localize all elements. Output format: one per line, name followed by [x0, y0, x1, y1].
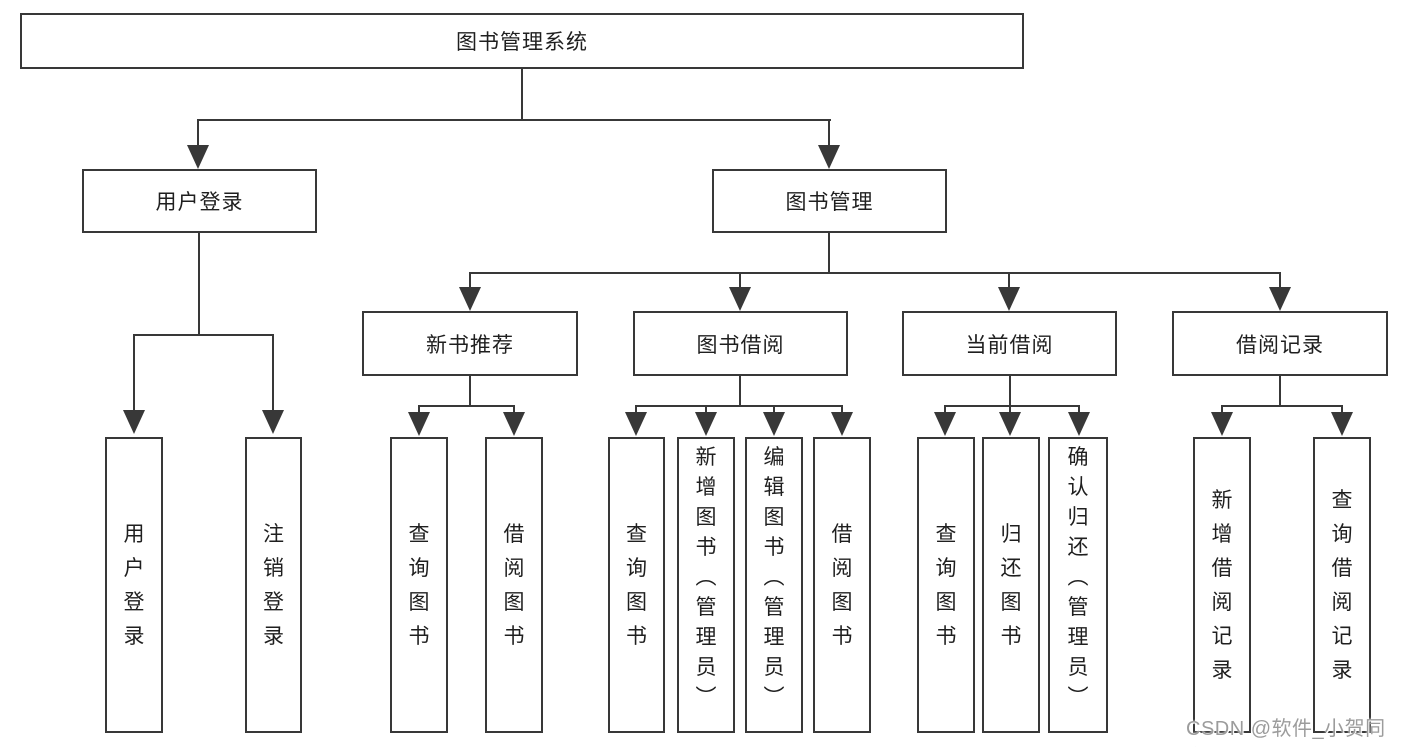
arrowhead-down-icon: [262, 410, 284, 434]
node-query-books: 查询图书: [917, 437, 975, 733]
connector-vline: [469, 376, 471, 407]
arrowhead-down-icon: [1068, 412, 1090, 436]
arrowhead-down-icon: [818, 145, 840, 169]
arrowhead-down-icon: [999, 412, 1021, 436]
connector-vline: [1008, 272, 1010, 288]
node-add-borrow-record: 新增借阅记录: [1193, 437, 1251, 733]
arrowhead-down-icon: [998, 287, 1020, 311]
connector-vline: [773, 405, 775, 414]
node-library-system-root: 图书管理系统: [20, 13, 1024, 69]
node-user-login: 用户登录: [82, 169, 317, 233]
csdn-watermark: CSDN @软件_小贺同学: [1186, 718, 1386, 740]
arrowhead-down-icon: [1269, 287, 1291, 311]
arrowhead-down-icon: [763, 412, 785, 436]
node-user-login-leaf: 用户登录: [105, 437, 163, 733]
connector-vline: [469, 272, 471, 288]
connector-vline: [418, 405, 420, 414]
node-logout-leaf: 注销登录: [245, 437, 302, 733]
arrowhead-down-icon: [408, 412, 430, 436]
connector-vline: [1221, 405, 1223, 414]
node-label: 查询图书: [935, 522, 957, 648]
connector-vline: [1341, 405, 1343, 414]
node-label: 借阅图书: [503, 522, 525, 648]
node-current-borrowing: 当前借阅: [902, 311, 1117, 376]
arrowhead-down-icon: [625, 412, 647, 436]
connector-hline: [635, 405, 843, 407]
arrowhead-down-icon: [831, 412, 853, 436]
connector-vline: [133, 334, 135, 411]
node-label: 图书管理系统: [456, 31, 588, 54]
connector-vline: [1279, 272, 1281, 288]
node-add-books-admin: 新增图书︵管理员︶: [677, 437, 735, 733]
connector-hline: [944, 405, 1080, 407]
node-label: 当前借阅: [965, 333, 1054, 357]
node-label: 归还图书: [1000, 522, 1022, 648]
node-borrowing-records: 借阅记录: [1172, 311, 1388, 376]
node-confirm-return-admin: 确认归还︵管理员︶: [1048, 437, 1108, 733]
connector-vline: [828, 119, 830, 146]
arrowhead-down-icon: [729, 287, 751, 311]
connector-vline: [197, 119, 199, 146]
node-borrow-books: 借阅图书: [485, 437, 543, 733]
connector-vline: [521, 69, 523, 121]
node-borrow-books: 借阅图书: [813, 437, 871, 733]
connector-vline: [944, 405, 946, 414]
connector-hline: [469, 272, 1280, 274]
node-new-book-recommendation: 新书推荐: [362, 311, 578, 376]
connector-vline: [828, 233, 830, 274]
node-label: 注销登录: [263, 522, 284, 648]
connector-vline: [1279, 376, 1281, 407]
connector-vline: [1078, 405, 1080, 414]
connector-vline: [739, 376, 741, 407]
arrowhead-down-icon: [1211, 412, 1233, 436]
arrowhead-down-icon: [459, 287, 481, 311]
node-book-management: 图书管理: [712, 169, 947, 233]
arrowhead-down-icon: [123, 410, 145, 434]
connector-vline: [1009, 405, 1011, 414]
node-return-books: 归还图书: [982, 437, 1040, 733]
connector-vline: [513, 405, 515, 414]
connector-vline: [739, 272, 741, 288]
arrowhead-down-icon: [187, 145, 209, 169]
node-label: 编辑图书︵管理员︶: [763, 446, 785, 709]
connector-vline: [198, 233, 200, 336]
node-query-books: 查询图书: [608, 437, 665, 733]
node-label: 图书借阅: [696, 333, 785, 357]
arrowhead-down-icon: [934, 412, 956, 436]
node-label: 借阅图书: [831, 522, 853, 648]
node-label: 新增借阅记录: [1211, 488, 1233, 682]
arrowhead-down-icon: [1331, 412, 1353, 436]
node-label: 查询借阅记录: [1331, 488, 1353, 682]
node-label: 新书推荐: [426, 333, 514, 357]
node-query-books: 查询图书: [390, 437, 448, 733]
node-label: 新增图书︵管理员︶: [695, 446, 717, 709]
connector-vline: [705, 405, 707, 414]
node-label: 查询图书: [626, 522, 647, 648]
connector-vline: [635, 405, 637, 414]
node-label: 确认归还︵管理员︶: [1067, 446, 1089, 709]
connector-hline: [1221, 405, 1343, 407]
node-label: 用户登录: [123, 522, 145, 648]
connector-hline: [133, 334, 274, 336]
connector-vline: [1009, 376, 1011, 407]
node-query-borrow-record: 查询借阅记录: [1313, 437, 1371, 733]
connector-vline: [272, 334, 274, 411]
node-label: 查询图书: [408, 522, 430, 648]
arrowhead-down-icon: [695, 412, 717, 436]
node-label: 图书管理: [785, 191, 874, 214]
node-edit-books-admin: 编辑图书︵管理员︶: [745, 437, 803, 733]
node-book-borrowing: 图书借阅: [633, 311, 848, 376]
arrowhead-down-icon: [503, 412, 525, 436]
node-label: 用户登录: [155, 191, 244, 214]
connector-hline: [418, 405, 515, 407]
connector-vline: [841, 405, 843, 414]
node-label: 借阅记录: [1236, 333, 1324, 357]
connector-hline: [197, 119, 831, 121]
